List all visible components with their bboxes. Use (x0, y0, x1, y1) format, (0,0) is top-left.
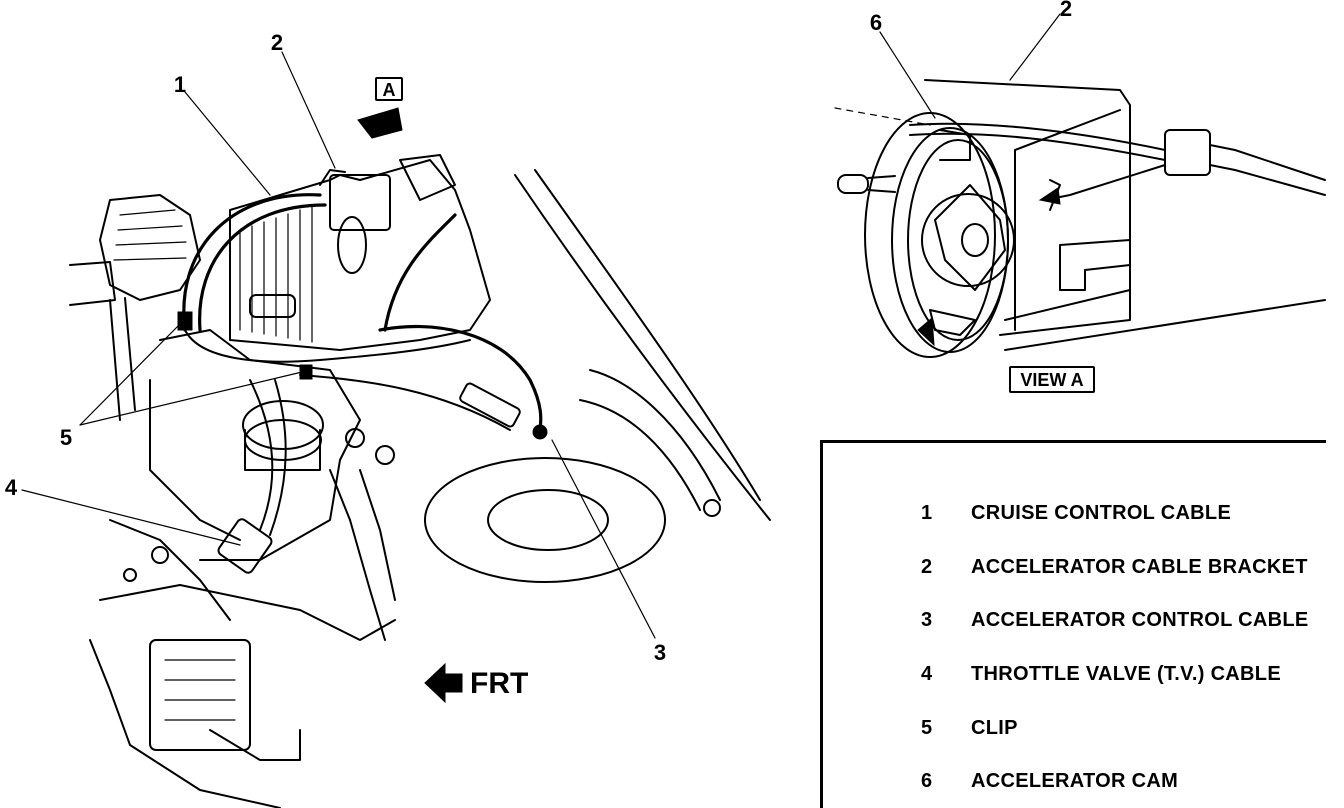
parts-legend: 1 CRUISE CONTROL CABLE 2 ACCELERATOR CAB… (820, 440, 1326, 808)
legend-number: 6 (921, 769, 933, 792)
callout-4: 4 (5, 475, 18, 500)
callout-3: 3 (654, 640, 666, 665)
legend-label: CRUISE CONTROL CABLE (971, 501, 1232, 524)
legend-label: ACCELERATOR CONTROL CABLE (971, 608, 1309, 631)
callout-2: 2 (271, 30, 283, 55)
view-a-label: VIEW A (1020, 370, 1083, 390)
view-a-inset: 6 2 VIEW A (834, 0, 1326, 393)
callout-1: 1 (174, 72, 186, 97)
front-direction-label: FRT (470, 667, 528, 700)
legend-item: 2 ACCELERATOR CABLE BRACKET (921, 552, 1308, 582)
legend-label: THROTTLE VALVE (T.V.) CABLE (971, 662, 1281, 685)
legend-label: ACCELERATOR CAM (971, 769, 1179, 792)
legend-number: 4 (921, 662, 933, 685)
callout-5: 5 (60, 425, 72, 450)
legend-number: 3 (921, 608, 933, 631)
view-marker-label: A (383, 80, 396, 100)
legend-item: 5 CLIP (921, 713, 1018, 743)
legend-number: 1 (921, 501, 933, 524)
legend-item: 3 ACCELERATOR CONTROL CABLE (921, 605, 1309, 635)
legend-item: 6 ACCELERATOR CAM (921, 766, 1178, 796)
legend-number: 2 (921, 555, 933, 578)
callout-2-view-a: 2 (1060, 0, 1072, 21)
callout-6: 6 (870, 10, 882, 35)
legend-item: 1 CRUISE CONTROL CABLE (921, 498, 1231, 528)
legend-item: 4 THROTTLE VALVE (T.V.) CABLE (921, 659, 1281, 689)
legend-label: ACCELERATOR CABLE BRACKET (971, 555, 1308, 578)
legend-label: CLIP (971, 716, 1018, 739)
legend-number: 5 (921, 716, 933, 739)
engine-illustration: A FRT 1 2 3 4 5 (5, 30, 771, 808)
